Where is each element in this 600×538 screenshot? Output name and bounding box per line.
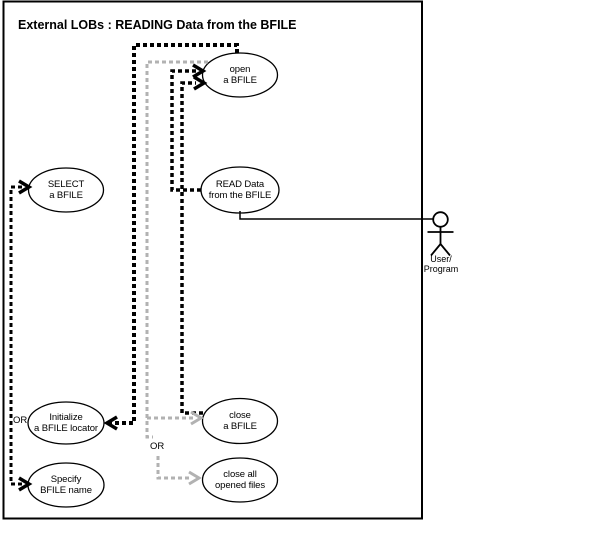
label-open-bfile-line2: a BFILE — [223, 75, 257, 86]
flow-close-to-open — [180, 81, 203, 415]
arrowhead-into-open-upper-icon — [192, 63, 207, 79]
or-label-right: OR — [150, 441, 165, 452]
label-close-all: close all opened files — [195, 469, 285, 491]
label-initialize-locator-line2: a BFILE locator — [34, 423, 98, 434]
label-read-data-line2: from the BFILE — [208, 190, 272, 201]
flow-open-to-initialize — [110, 43, 239, 425]
label-open-bfile: open a BFILE — [195, 64, 285, 86]
actor-head-icon — [432, 211, 449, 228]
label-close-bfile-line2: a BFILE — [223, 421, 257, 432]
label-close-all-line2: opened files — [214, 480, 266, 491]
label-specify-name: Specify BFILE name — [21, 474, 111, 496]
label-specify-name-line1: Specify — [50, 474, 82, 485]
flow-read-to-open — [170, 69, 201, 192]
arrowhead-into-specify-icon — [18, 476, 33, 492]
or-label-left: OR — [13, 415, 28, 426]
actor-left-leg-icon — [430, 243, 442, 257]
label-read-data: READ Data from the BFILE — [195, 179, 285, 201]
actor-label: User/ Program — [406, 254, 476, 274]
usecase-ellipse-close-all — [201, 457, 279, 503]
label-select-bfile-line1: SELECT — [47, 179, 85, 190]
flow-or-select-specify — [9, 185, 22, 486]
arrowhead-into-close-all-icon — [188, 470, 202, 486]
label-initialize-locator: Initialize a BFILE locator — [21, 412, 111, 434]
arrowhead-into-initialize-icon — [103, 415, 118, 431]
user-program-actor-icon — [427, 211, 454, 257]
label-close-all-line1: close all — [223, 469, 257, 480]
actor-label-line2: Program — [423, 263, 459, 274]
actor-right-leg-icon — [439, 243, 451, 257]
label-close-bfile-line1: close — [229, 410, 251, 421]
usecase-ellipse-select-bfile — [27, 167, 105, 213]
label-select-bfile-line2: a BFILE — [49, 190, 83, 201]
arrowhead-into-open-lower-icon — [193, 75, 208, 91]
system-boundary-box — [2, 0, 423, 520]
label-open-bfile-line1: open — [229, 64, 251, 75]
label-specify-name-line2: BFILE name — [40, 485, 92, 496]
usecase-ellipse-open-bfile — [201, 52, 279, 98]
actor-label-line1: User/ — [430, 254, 452, 264]
label-read-data-line1: READ Data — [215, 179, 265, 190]
flow-fork-to-close-all — [156, 456, 192, 480]
flow-open-to-close-fork — [145, 60, 208, 439]
usecase-ellipse-close-bfile — [201, 397, 279, 445]
label-select-bfile: SELECT a BFILE — [21, 179, 111, 201]
label-initialize-locator-line1: Initialize — [49, 412, 83, 423]
arrowhead-into-select-icon — [18, 179, 33, 195]
association-read-to-actor — [239, 211, 433, 220]
label-close-bfile: close a BFILE — [195, 410, 285, 432]
arrowhead-into-close-bfile-icon — [190, 410, 204, 426]
diagram-title: External LOBs : READING Data from the BF… — [18, 18, 297, 32]
